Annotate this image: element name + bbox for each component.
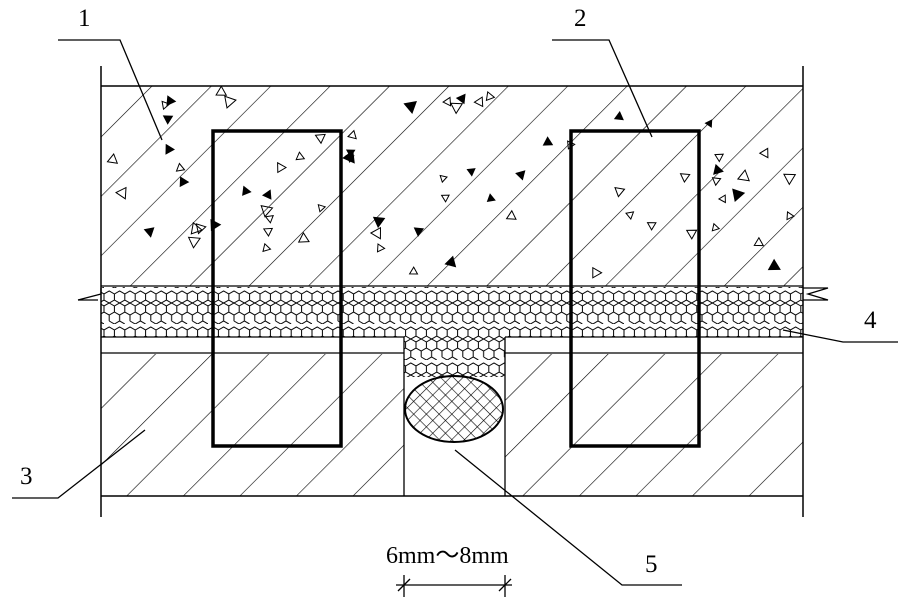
aggregate-mark <box>317 203 327 213</box>
aggregate-mark <box>277 161 287 174</box>
aggregate-mark <box>758 147 769 159</box>
dimension-marker <box>396 575 512 597</box>
label-1: 1 <box>78 5 91 32</box>
aggregate-mark <box>625 211 635 221</box>
aggregate-mark <box>295 151 306 161</box>
aggregate-mark <box>753 236 765 247</box>
aggregate-mark <box>592 266 603 279</box>
aggregate-mark <box>260 205 274 218</box>
aggregate-mark <box>403 101 417 114</box>
aggregate-mark <box>195 223 207 235</box>
aggregate-mark <box>161 100 171 111</box>
aggregate-mark <box>786 211 795 221</box>
dimension-label: 6mm～8mm <box>386 543 509 569</box>
concrete-layer <box>101 85 803 286</box>
aggregate-mark <box>369 226 382 240</box>
aggregate-mark <box>224 95 237 109</box>
aggregate-mark <box>767 258 781 271</box>
label-5: 5 <box>645 551 658 578</box>
aggregate-mark <box>190 221 203 235</box>
aggregate-mark <box>115 186 127 200</box>
aggregate-mark <box>262 227 274 237</box>
aggregate-mark <box>473 96 484 108</box>
label-2: 2 <box>574 5 587 32</box>
aggregate-mark <box>466 168 476 177</box>
aggregate-mark <box>442 96 452 107</box>
anchor-block-right <box>569 129 701 448</box>
aggregate-mark <box>347 129 357 140</box>
aggregate-mark <box>614 186 626 198</box>
aggregate-mark <box>372 216 386 229</box>
aggregate-mark <box>179 176 190 188</box>
backer-rod <box>404 375 504 443</box>
aggregate-mark <box>714 153 725 163</box>
aggregate-mark <box>679 173 691 183</box>
aggregate-mark <box>264 214 274 224</box>
aggregate-mark <box>175 162 186 172</box>
aggregate-mark <box>486 193 496 203</box>
aggregate-mark <box>106 153 119 164</box>
aggregate-mark <box>736 169 750 182</box>
label-3: 3 <box>20 463 33 490</box>
aggregate-mark <box>515 170 526 181</box>
aggregate-mark <box>215 86 228 96</box>
aggregate-mark <box>613 111 624 121</box>
aggregate-mark <box>342 149 355 164</box>
aggregate-mark <box>455 93 466 105</box>
aggregate-mark <box>646 222 657 231</box>
aggregate-mark <box>314 133 326 145</box>
base-layer <box>101 336 803 497</box>
aggregate-mark <box>717 194 726 204</box>
aggregate-mark <box>542 136 554 146</box>
aggregate-mark <box>711 177 722 187</box>
aggregate-mark <box>449 102 464 115</box>
aggregate-mark <box>485 90 496 102</box>
aggregate-mark <box>187 236 202 249</box>
aggregate-mark <box>439 174 448 184</box>
aggregate-mark <box>685 229 698 240</box>
aggregate-mark <box>505 209 517 220</box>
aggregate-mark <box>262 242 272 253</box>
aggregate-mark <box>713 163 724 175</box>
aggregate-mark <box>376 243 386 253</box>
aggregate-mark <box>165 143 175 155</box>
aggregate-mark <box>242 185 252 196</box>
insulation-layer <box>77 285 829 377</box>
aggregate-mark <box>166 95 177 107</box>
aggregate-mark <box>440 194 450 203</box>
aggregate-mark <box>162 115 174 125</box>
anchor-block-left <box>211 129 343 448</box>
aggregate-mark <box>413 227 425 237</box>
aggregate-mark <box>711 222 721 232</box>
aggregate-mark <box>143 227 155 238</box>
label-4: 4 <box>864 307 877 334</box>
aggregate-mark <box>704 119 713 128</box>
aggregate-mark <box>732 188 746 203</box>
aggregate-mark <box>408 266 419 275</box>
aggregate-mark <box>261 189 272 200</box>
leader-lines <box>12 39 898 586</box>
aggregate-marks <box>106 86 797 279</box>
aggregate-mark <box>444 255 457 268</box>
aggregate-mark <box>783 173 797 186</box>
aggregate-mark <box>297 231 310 243</box>
